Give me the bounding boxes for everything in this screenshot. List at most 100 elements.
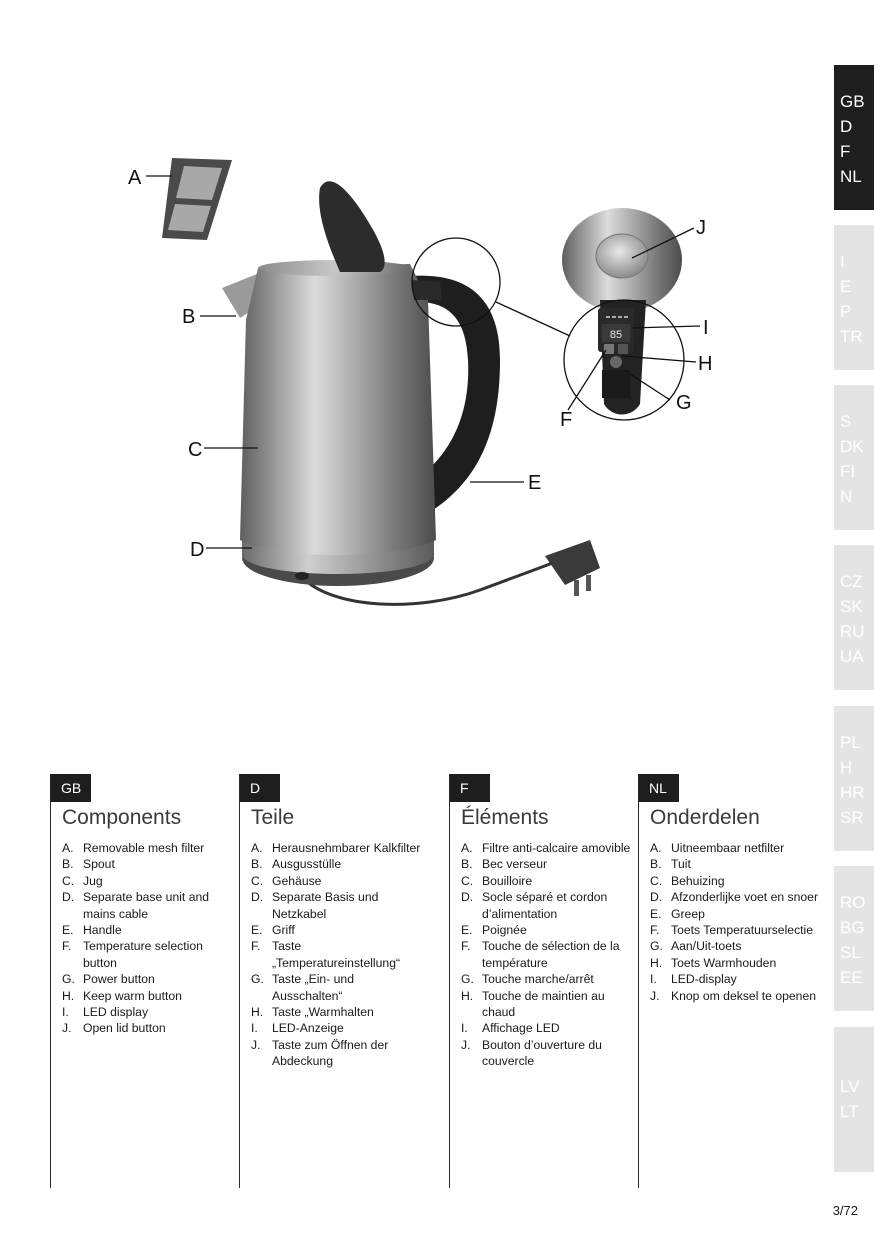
list-item: H.Touche de maintien au chaud bbox=[461, 988, 636, 1021]
tab-code: CZ bbox=[840, 572, 863, 591]
list-item: E.Greep bbox=[650, 906, 825, 922]
item-text: Separate base unit and mains cable bbox=[83, 890, 210, 921]
callout-g: G bbox=[676, 392, 692, 414]
list-item: D.Socle séparé et cordon d’alimentation bbox=[461, 889, 636, 922]
item-text: Taste zum Öffnen der Abdeckung bbox=[272, 1037, 389, 1069]
item-text: Touche de maintien au chaud bbox=[482, 988, 605, 1020]
callout-i: I bbox=[703, 317, 709, 339]
item-text: Toets Warmhouden bbox=[671, 955, 777, 970]
list-item: H.Taste „Warmhalten bbox=[251, 1004, 426, 1020]
item-key: B. bbox=[461, 857, 473, 872]
item-key: F. bbox=[251, 939, 261, 954]
item-key: J. bbox=[62, 1021, 72, 1036]
tab-code: RO bbox=[840, 893, 866, 912]
callout-f: F bbox=[560, 409, 572, 431]
components-section-gb: GB Components A.Removable mesh filter B.… bbox=[50, 774, 236, 1188]
led-display-value: 85 bbox=[610, 329, 622, 341]
tab-code: EE bbox=[840, 968, 863, 987]
list-item: C.Jug bbox=[62, 873, 237, 889]
item-text: Taste „Warmhalten bbox=[272, 1005, 374, 1020]
tab-code: P bbox=[840, 302, 852, 321]
tab-code: TR bbox=[840, 327, 863, 346]
item-text: Filtre anti-calcaire amovible bbox=[482, 841, 631, 855]
tab-code: SK bbox=[840, 597, 863, 616]
tab-code: I bbox=[840, 252, 845, 271]
list-item: G.Touche marche/arrêt bbox=[461, 971, 636, 987]
list-item: I.LED display bbox=[62, 1004, 237, 1020]
item-text: Tuit bbox=[671, 857, 691, 872]
item-key: I. bbox=[62, 1005, 69, 1020]
language-badge: GB bbox=[51, 774, 92, 802]
open-lid-drawing bbox=[319, 181, 385, 272]
item-key: D. bbox=[62, 890, 75, 905]
item-key: B. bbox=[251, 857, 263, 872]
list-item: F.Taste „Temperatureinstellung“ bbox=[251, 938, 426, 971]
language-tab-lv-lt[interactable]: LV LT bbox=[834, 1027, 874, 1172]
callout-e: E bbox=[528, 472, 541, 494]
list-item: E.Handle bbox=[62, 922, 237, 938]
tab-code: N bbox=[840, 487, 853, 506]
item-text: Gehäuse bbox=[272, 873, 322, 888]
mesh-filter-drawing bbox=[162, 158, 232, 240]
tab-code: RU bbox=[840, 622, 865, 641]
list-item: F.Toets Temperatuurselectie bbox=[650, 922, 825, 938]
list-item: J.Knop om deksel te openen bbox=[650, 988, 825, 1004]
component-list: A.Uitneembaar netfilter B.Tuit C.Behuizi… bbox=[650, 840, 825, 1004]
list-item: I.LED-Anzeige bbox=[251, 1020, 426, 1036]
item-text: Handle bbox=[83, 923, 122, 938]
item-key: C. bbox=[251, 873, 264, 888]
callout-c: C bbox=[188, 439, 202, 461]
list-item: A.Filtre anti-calcaire amovible bbox=[461, 840, 636, 856]
kettle-illustration: 85 A B C D E F G H I J bbox=[128, 158, 712, 606]
language-badge: F bbox=[450, 774, 490, 802]
item-key: J. bbox=[251, 1037, 261, 1052]
item-key: F. bbox=[650, 923, 660, 938]
language-tab-i-e-p-tr[interactable]: I E P TR bbox=[834, 225, 874, 370]
language-tab-pl-h-hr-sr[interactable]: PL H HR SR bbox=[834, 706, 874, 851]
list-item: B.Bec verseur bbox=[461, 856, 636, 872]
tab-code: S bbox=[840, 412, 852, 431]
item-key: H. bbox=[650, 955, 663, 970]
kettle-body-drawing bbox=[222, 260, 442, 555]
item-key: D. bbox=[461, 890, 474, 905]
tab-code: H bbox=[840, 758, 853, 777]
language-tab-ro-bg-sl-ee[interactable]: RO BG SL EE bbox=[834, 866, 874, 1011]
list-item: C.Bouilloire bbox=[461, 873, 636, 889]
list-item: E.Poignée bbox=[461, 922, 636, 938]
item-text: Power button bbox=[83, 972, 155, 987]
item-text: Greep bbox=[671, 906, 705, 921]
callout-a: A bbox=[128, 167, 142, 189]
list-item: J. Taste zum Öffnen der Abdeckung bbox=[251, 1037, 426, 1070]
callout-b: B bbox=[182, 306, 195, 328]
callout-h: H bbox=[698, 353, 712, 375]
item-key: E. bbox=[251, 923, 263, 938]
language-tab-gb-d-f-nl[interactable]: GB D F NL bbox=[834, 65, 874, 210]
component-list: A.Filtre anti-calcaire amovible B.Bec ve… bbox=[461, 840, 636, 1070]
components-section-f: F Éléments A.Filtre anti-calcaire amovib… bbox=[449, 774, 635, 1188]
tab-code: DK bbox=[840, 437, 864, 456]
item-text: Afzonderlijke voet en snoer bbox=[671, 890, 819, 905]
tab-code: E bbox=[840, 277, 852, 296]
list-item: F.Touche de sélection de la température bbox=[461, 938, 636, 971]
item-key: C. bbox=[461, 873, 474, 888]
item-text: Touche de sélection de la température bbox=[482, 939, 620, 970]
item-key: G. bbox=[461, 972, 474, 987]
list-item: E.Griff bbox=[251, 922, 426, 938]
tab-code: LV bbox=[840, 1077, 860, 1096]
list-item: G.Taste „Ein- und Ausschalten“ bbox=[251, 971, 426, 1004]
tab-code: PL bbox=[840, 733, 861, 752]
language-tab-cz-sk-ru-ua[interactable]: CZ SK RU UA bbox=[834, 545, 874, 690]
item-key: J. bbox=[650, 988, 660, 1003]
list-item: A.Removable mesh filter bbox=[62, 840, 237, 856]
list-item: B.Spout bbox=[62, 856, 237, 872]
list-item: F.Temperature selection button bbox=[62, 938, 237, 971]
language-tab-s-dk-fi-n[interactable]: S DK FI N bbox=[834, 385, 874, 530]
item-text: Ausgusstülle bbox=[272, 857, 342, 872]
list-item: A.Herausnehmbarer Kalkfilter bbox=[251, 840, 426, 856]
item-key: G. bbox=[62, 972, 75, 987]
list-item: B.Tuit bbox=[650, 856, 825, 872]
list-item: I.LED-display bbox=[650, 971, 825, 987]
plug-drawing bbox=[545, 540, 600, 596]
callout-d: D bbox=[190, 539, 204, 561]
item-key: H. bbox=[62, 988, 75, 1003]
